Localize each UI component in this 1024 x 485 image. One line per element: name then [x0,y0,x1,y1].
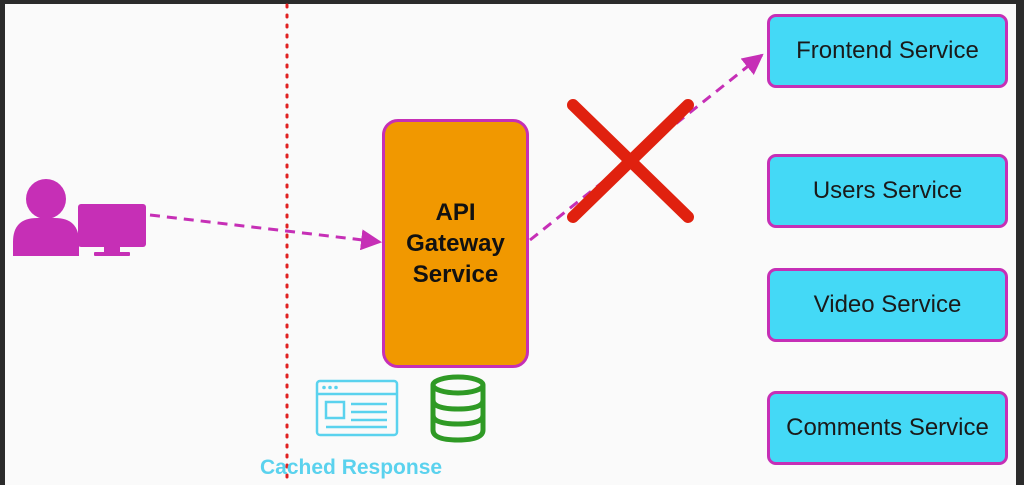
x-mark-icon [567,99,694,223]
comments-service-box: Comments Service [767,391,1008,465]
gateway-to-frontend-arrow [529,53,764,242]
window-frame-right [1016,0,1024,485]
browser-window-icon [315,379,399,437]
database-icon [430,374,486,443]
users-service-box: Users Service [767,154,1008,228]
video-service-box: Video Service [767,268,1008,342]
frontend-service-box: Frontend Service [767,14,1008,88]
window-frame-left [0,0,5,485]
client-to-gateway-arrow [149,213,383,251]
user-icon [13,179,79,256]
monitor-icon [78,204,146,256]
window-frame-top [0,0,1024,4]
api-gateway-box: API Gateway Service [382,119,529,368]
cached-response-label: Cached Response [260,456,443,479]
api-gateway-label: API Gateway Service [406,199,505,288]
